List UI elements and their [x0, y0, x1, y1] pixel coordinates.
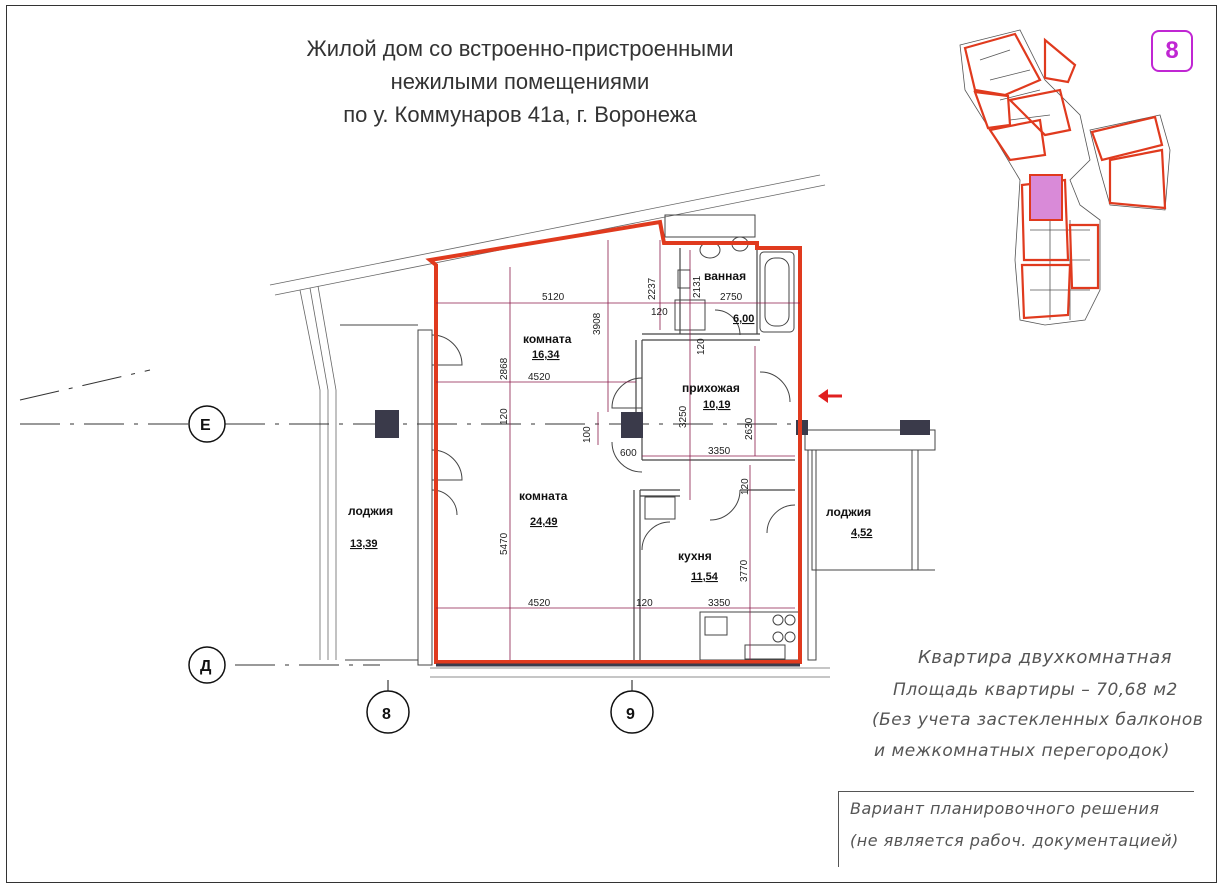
variant-box: [838, 791, 1194, 867]
dim-5120: 5120: [542, 292, 565, 303]
axis-d-marker: [188, 646, 226, 684]
axis-9-label: 9: [626, 706, 635, 723]
title-line-1: Жилой дом со встроенно-пристроенными: [306, 36, 734, 61]
dim-100: 100: [582, 426, 593, 443]
dim-120-e: 120: [740, 478, 751, 495]
title-line-3: по у. Коммунаров 41а, г. Воронежа: [343, 102, 697, 127]
dim-120-a: 120: [651, 307, 668, 318]
apartment-number-badge: 8: [1151, 30, 1193, 72]
sheet-frame: [6, 5, 1217, 883]
apartment-type: Квартира двухкомнатная: [918, 647, 1172, 668]
loggia-left-name: лоджия: [348, 504, 393, 518]
axis-e-marker: [188, 405, 226, 443]
dim-120-c: 120: [499, 408, 510, 425]
axis-d-label: Д: [200, 658, 212, 675]
dim-4520-top: 4520: [528, 372, 551, 383]
entrance-arrow-icon: [818, 389, 828, 403]
axis-e-label: Е: [200, 417, 211, 434]
room1-name: комната: [523, 332, 572, 346]
dim-2630: 2630: [744, 417, 755, 440]
loggia-right-name: лоджия: [826, 505, 871, 519]
dim-2750: 2750: [720, 292, 743, 303]
dim-5470: 5470: [499, 532, 510, 555]
hall-name: прихожая: [682, 381, 740, 395]
kitchen-name: кухня: [678, 549, 712, 563]
dim-3770: 3770: [739, 559, 750, 582]
area-note-line1: (Без учета застекленных балконов: [872, 710, 1204, 730]
dim-3908: 3908: [592, 312, 603, 335]
apartment-outline: [425, 219, 802, 664]
dim-2131: 2131: [692, 275, 703, 298]
dim-600: 600: [620, 448, 637, 459]
dim-3250: 3250: [678, 405, 689, 428]
bath-name: ванная: [704, 269, 746, 283]
loggia-left-area: 13,39: [350, 538, 378, 550]
room2-name: комната: [519, 489, 568, 503]
dim-2237: 2237: [647, 277, 658, 300]
title-line-2: нежилыми помещениями: [390, 69, 650, 94]
dim-4520-bottom: 4520: [528, 598, 551, 609]
area-note-line2: и межкомнатных перегородок): [874, 741, 1170, 761]
bath-area: 6,00: [733, 313, 754, 325]
dim-3350-bottom: 3350: [708, 598, 731, 609]
dim-120-b: 120: [636, 598, 653, 609]
dim-3350-mid: 3350: [708, 446, 731, 457]
variant-line1: Вариант планировочного решения: [850, 799, 1160, 818]
axis-8-label: 8: [382, 706, 391, 723]
apartment-area: Площадь квартиры – 70,68 м2: [893, 680, 1178, 700]
variant-line2: (не является рабоч. документацией): [850, 831, 1179, 850]
highlighted-apartment: [1029, 174, 1063, 221]
dim-120-d: 120: [696, 338, 707, 355]
kitchen-area: 11,54: [691, 571, 719, 583]
loggia-right-area: 4,52: [851, 527, 872, 539]
room2-area: 24,49: [530, 516, 558, 528]
dim-2868: 2868: [499, 357, 510, 380]
room1-area: 16,34: [532, 349, 560, 361]
key-plan: [959, 29, 1171, 326]
hall-area: 10,19: [703, 399, 731, 411]
